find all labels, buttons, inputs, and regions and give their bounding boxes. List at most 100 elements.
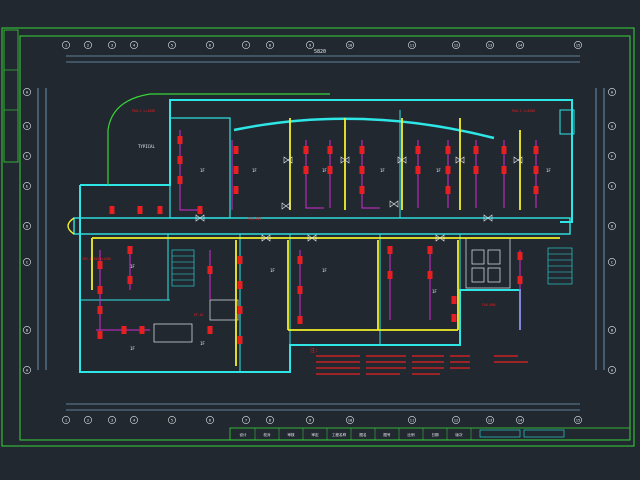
equipment-unit xyxy=(415,166,421,174)
grid-bubble: 12 xyxy=(452,41,460,49)
equipment-unit xyxy=(121,326,127,334)
grid-bubble-label: E xyxy=(611,183,614,188)
grid-bubble: 10 xyxy=(346,41,354,49)
grid-bubble-label: 7 xyxy=(245,42,247,47)
equipment-unit xyxy=(233,166,239,174)
grid-bubble: 2 xyxy=(84,41,92,49)
title-block-cell: 工程名称 xyxy=(332,432,347,437)
grid-bubble: E xyxy=(608,182,616,190)
grid-bubble: 6 xyxy=(206,41,214,49)
equipment-unit xyxy=(177,176,183,184)
equipment-unit xyxy=(387,246,393,254)
toilet-core xyxy=(153,237,511,343)
fan-symbols xyxy=(195,156,523,242)
grid-bubble: 7 xyxy=(242,416,250,424)
fan-icon xyxy=(195,214,205,222)
equipment-unit xyxy=(427,271,433,279)
equipment-unit xyxy=(387,271,393,279)
partitions xyxy=(80,110,461,372)
room-label: 1F xyxy=(130,346,135,351)
equipment-unit xyxy=(197,206,203,214)
grid-bubble: 6 xyxy=(206,416,214,424)
equipment-units xyxy=(97,136,539,344)
grid-bubble-label: 5 xyxy=(171,417,173,422)
equipment-unit xyxy=(451,296,457,304)
room-label: 1F xyxy=(380,168,385,173)
grid-bubble: 14 xyxy=(516,41,524,49)
top-dimensions xyxy=(66,55,580,63)
grid-bubble-label: 10 xyxy=(348,42,353,47)
grid-bubble-label: 4 xyxy=(133,417,136,422)
grid-bubble: 5 xyxy=(168,416,176,424)
fan-icon xyxy=(397,156,407,164)
title-block-cell: 日期 xyxy=(431,432,439,437)
fan-icon xyxy=(340,156,350,164)
room-label: 1F xyxy=(436,168,441,173)
grid-bubble-label: 2 xyxy=(87,42,89,47)
equipment-unit xyxy=(303,146,309,154)
grid-bubble-label: E xyxy=(26,183,29,188)
grid-bubble: B xyxy=(608,326,616,334)
svg-text:EF-01: EF-01 xyxy=(194,313,204,317)
equipment-unit xyxy=(473,166,479,174)
grid-bubble: 3 xyxy=(108,41,116,49)
equipment-unit xyxy=(207,326,213,334)
equipment-unit xyxy=(327,166,333,174)
grid-bubble: A xyxy=(23,366,31,374)
fan-icon xyxy=(455,156,465,164)
grid-bubble-label: 13 xyxy=(488,42,493,47)
grid-bubble: D xyxy=(608,222,616,230)
grid-bubble: C xyxy=(608,258,616,266)
grid-bubble-label: 1 xyxy=(65,417,68,422)
grid-bubble-label: A xyxy=(26,367,29,372)
fan-icon xyxy=(513,156,523,164)
corridor xyxy=(67,217,571,235)
room-label: 1F xyxy=(546,168,551,173)
room-label: 1F xyxy=(252,168,257,173)
grid-bubble-label: D xyxy=(611,223,614,228)
grid-bubble-label: 2 xyxy=(87,417,89,422)
equipment-unit xyxy=(297,286,303,294)
grid-bubble: G xyxy=(608,122,616,130)
equipment-unit xyxy=(127,276,133,284)
equipment-unit xyxy=(177,156,183,164)
grid-bubble-label: 11 xyxy=(410,42,415,47)
grid-bubble: B xyxy=(23,326,31,334)
grid-bubble: H xyxy=(23,88,31,96)
fan-icon xyxy=(261,234,271,242)
room-label: 1F xyxy=(322,268,327,273)
equipment-unit xyxy=(297,316,303,324)
stair-right xyxy=(547,247,573,285)
room-label: 1F xyxy=(130,264,135,269)
grid-bubble-label: 14 xyxy=(518,417,523,422)
title-block-cell: 图号 xyxy=(383,432,391,437)
svg-text:PAU-1 L=4500: PAU-1 L=4500 xyxy=(132,109,155,113)
grid-bubble-label: 3 xyxy=(111,417,113,422)
title-block-cell: 校对 xyxy=(263,432,271,437)
grid-bubble: 15 xyxy=(574,416,582,424)
room-label: 1F xyxy=(200,341,205,346)
grid-bubble-label: B xyxy=(26,327,29,332)
grid-bubble-label: 1 xyxy=(65,42,68,47)
equipment-unit xyxy=(445,166,451,174)
equipment-unit xyxy=(127,246,133,254)
grid-bubble-label: B xyxy=(611,327,614,332)
grid-bubble: 13 xyxy=(486,41,494,49)
equipment-unit xyxy=(157,206,163,214)
equipment-unit xyxy=(233,186,239,194)
equipment-unit xyxy=(517,276,523,284)
grid-bubble-label: 12 xyxy=(454,42,459,47)
grid-bubble-label: 9 xyxy=(309,42,312,47)
grid-bubble: 1 xyxy=(62,416,70,424)
equipment-unit xyxy=(139,326,145,334)
title-block-cell: 版次 xyxy=(455,432,463,437)
binding-strip xyxy=(3,29,19,163)
equipment-unit xyxy=(233,146,239,154)
equipment-unit xyxy=(237,336,243,344)
equipment-unit xyxy=(177,136,183,144)
